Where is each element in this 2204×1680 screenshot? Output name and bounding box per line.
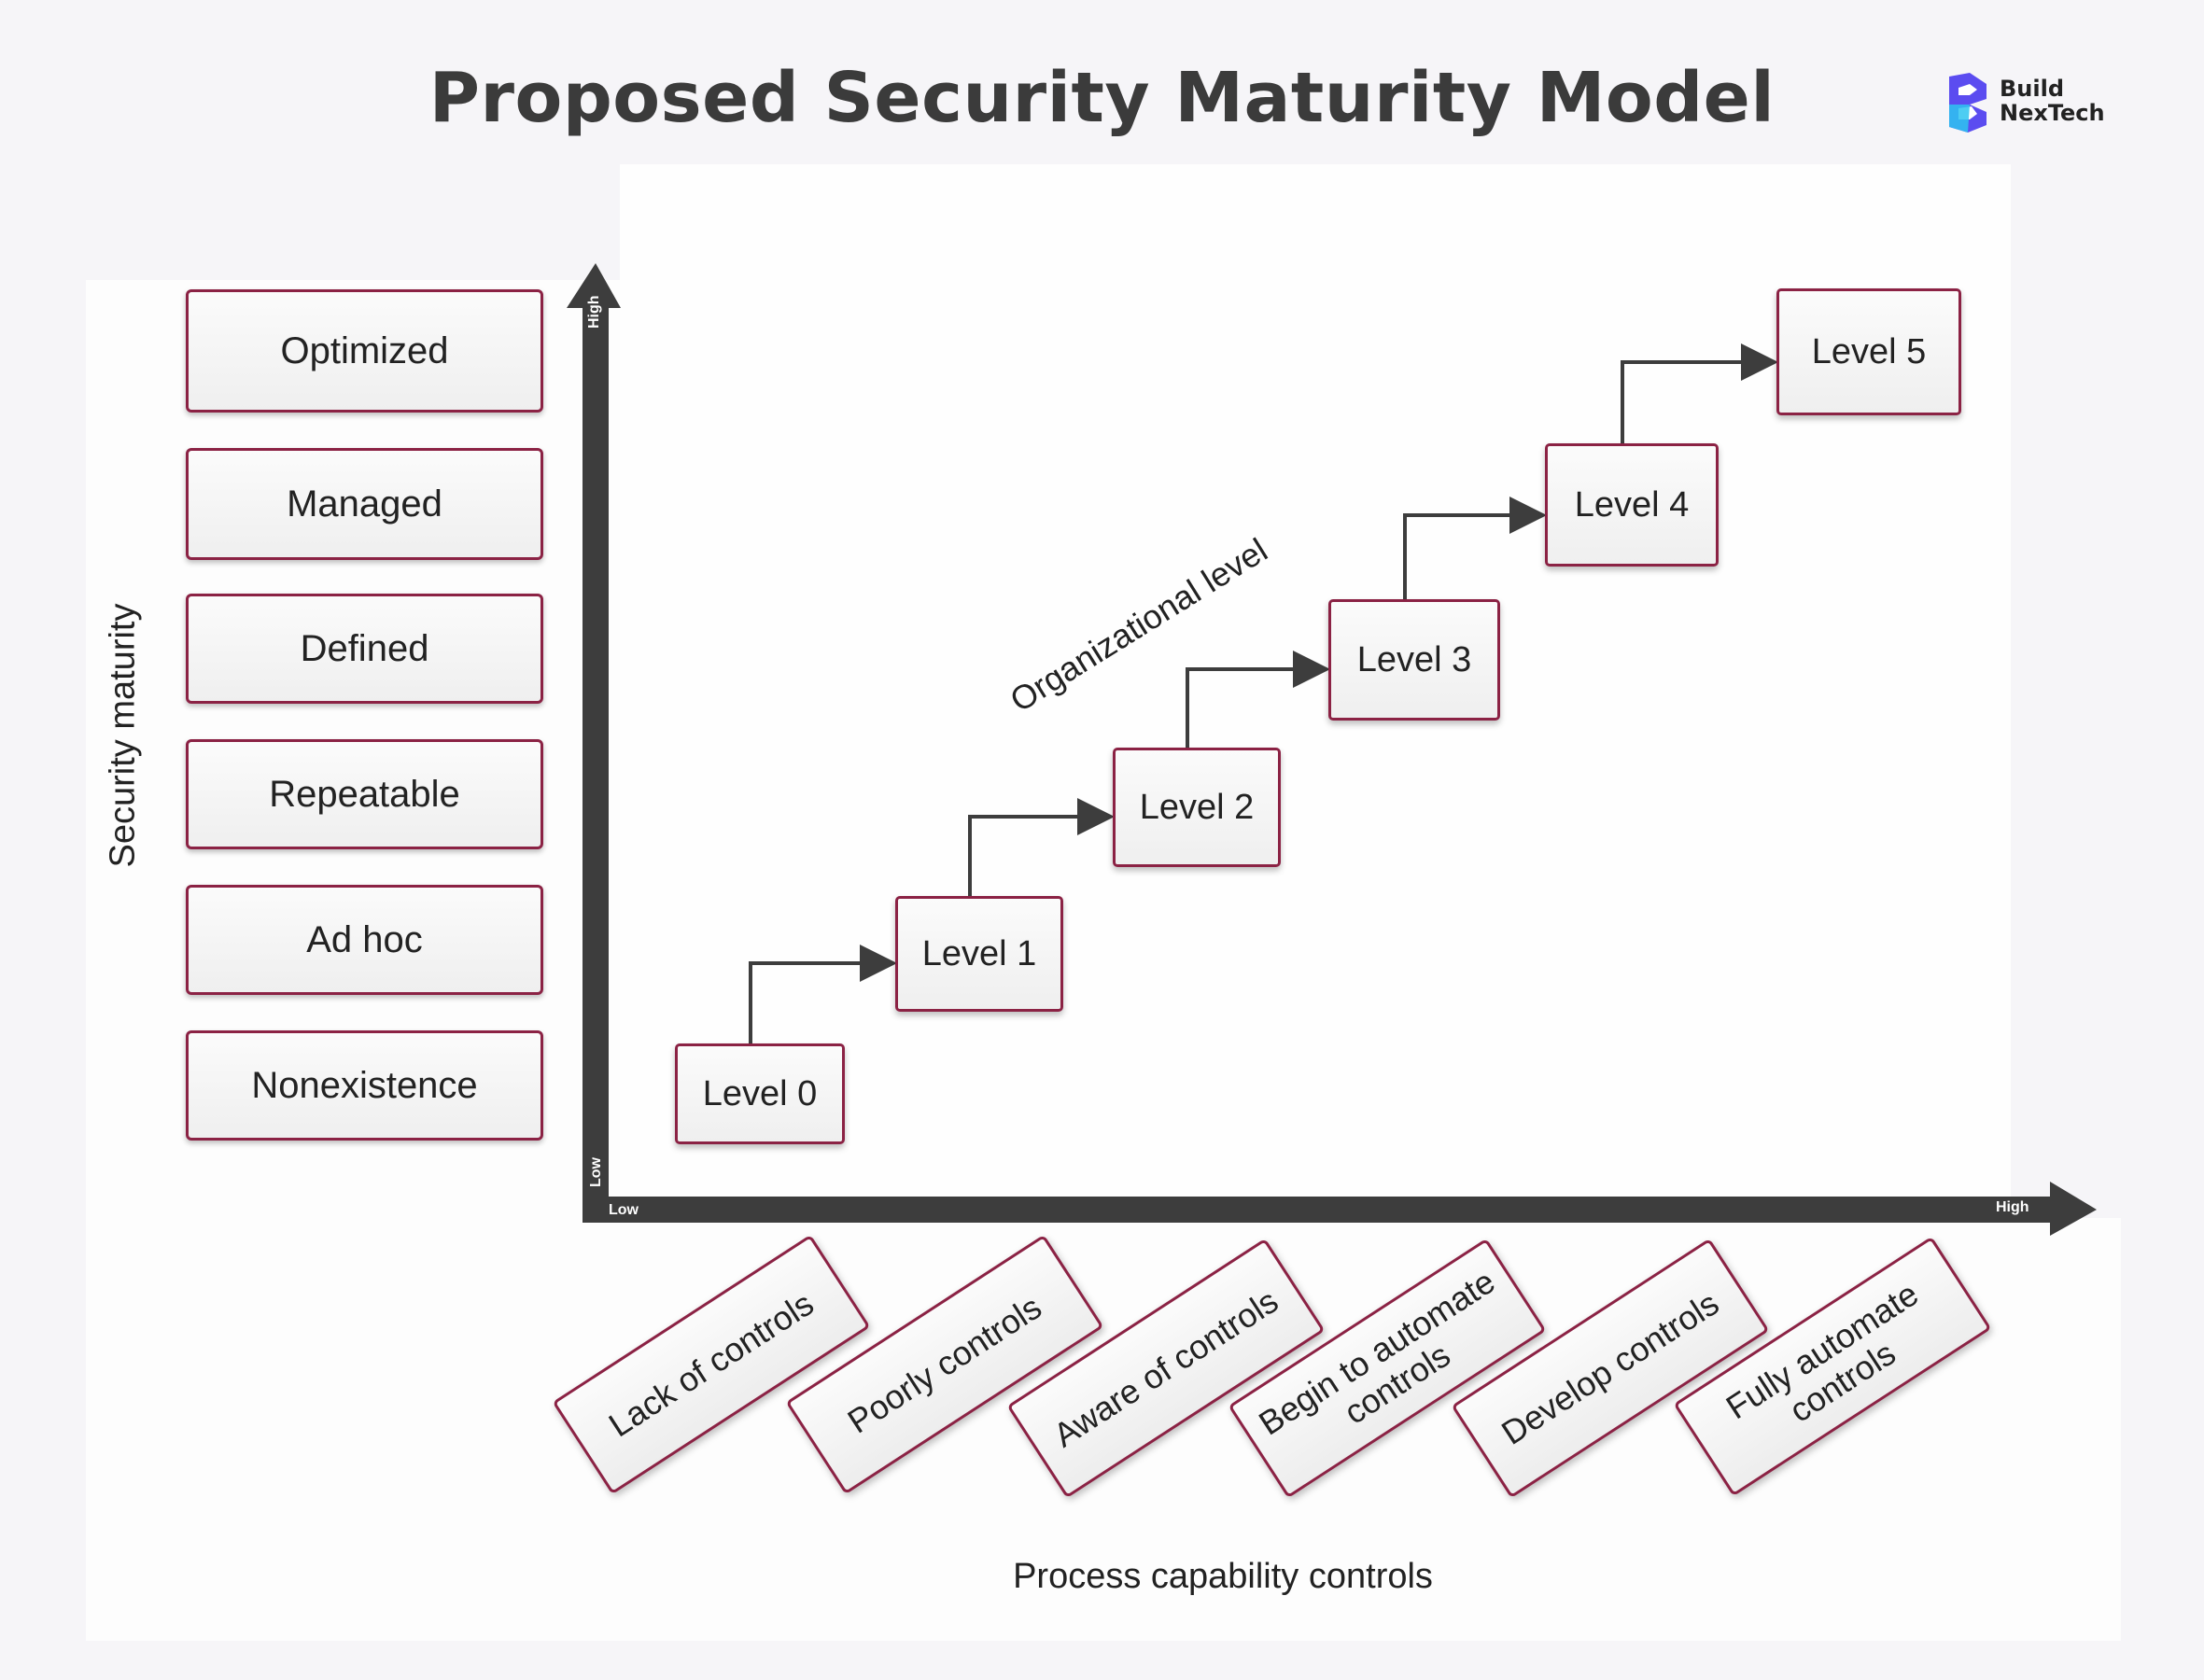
x-axis-high: High (1996, 1199, 2029, 1215)
org-level-box: Level 5 (1776, 288, 1961, 415)
logo-text: Build NexTech (2000, 76, 2105, 126)
maturity-level-box: Optimized (186, 289, 543, 413)
y-axis-arrowhead (567, 263, 621, 308)
page-title: Proposed Security Maturity Model (428, 58, 1776, 138)
x-axis-label: Process capability controls (1013, 1557, 1433, 1596)
x-axis (583, 1182, 2097, 1236)
x-axis-low: Low (609, 1202, 639, 1218)
bnt-logo-icon (1949, 73, 1986, 133)
y-axis-low: Low (588, 1157, 604, 1187)
org-level-box: Level 3 (1328, 599, 1500, 721)
brand-logo: Build NexTech (1945, 71, 2113, 136)
connector-arrow (1186, 651, 1330, 748)
connector-arrow (968, 798, 1115, 896)
org-level-box: Level 1 (895, 896, 1063, 1012)
connector-arrow (1403, 497, 1547, 599)
maturity-level-box: Repeatable (186, 739, 543, 849)
maturity-level-box: Managed (186, 448, 543, 560)
connector-arrow (749, 945, 897, 1043)
maturity-level-box: Defined (186, 594, 543, 704)
org-level-box: Level 4 (1545, 443, 1719, 567)
level-connectors (749, 343, 1778, 1043)
connector-arrow (1621, 343, 1778, 443)
maturity-level-box: Nonexistence (186, 1030, 543, 1141)
maturity-level-box: Ad hoc (186, 885, 543, 995)
y-axis-high: High (586, 295, 602, 329)
org-level-box: Level 2 (1113, 748, 1281, 867)
org-level-box: Level 0 (675, 1043, 845, 1144)
x-axis-arrowhead (2050, 1182, 2097, 1236)
y-axis (567, 263, 621, 1223)
